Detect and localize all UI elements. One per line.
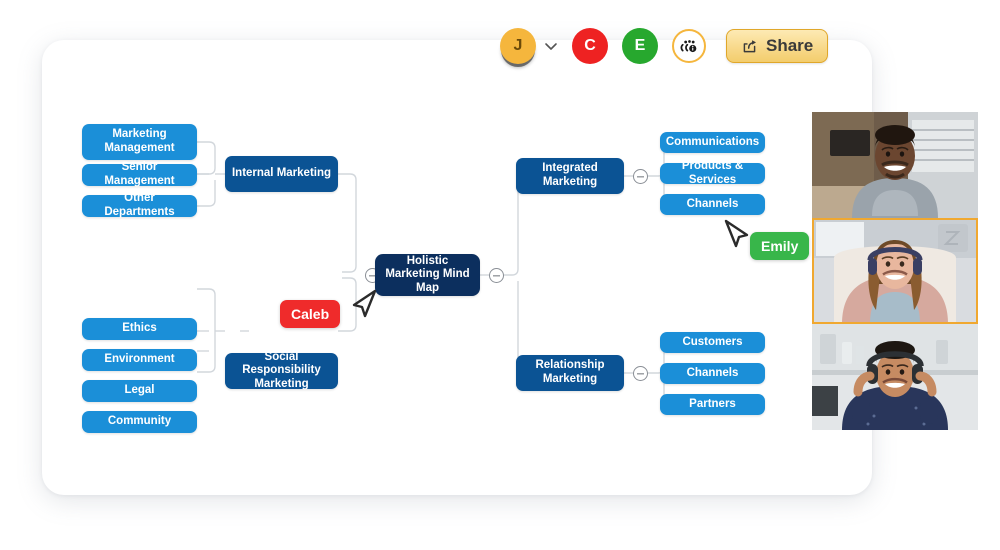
node-social-responsibility-marketing[interactable]: Social Responsibility Marketing xyxy=(225,351,338,390)
avatar-c[interactable]: C xyxy=(572,28,608,64)
node-integrated-marketing[interactable]: Integrated Marketing xyxy=(516,158,624,194)
people-info-icon[interactable] xyxy=(672,29,706,63)
node-customers[interactable]: Customers xyxy=(660,332,765,353)
avatar-j-initial: J xyxy=(513,37,523,54)
collaboration-toolbar: J C E xyxy=(500,22,829,70)
node-senior-management[interactable]: Senior Management xyxy=(82,161,197,187)
node-channels-relationship[interactable]: Channels xyxy=(660,363,765,384)
node-root-holistic-marketing-mind-map[interactable]: Holistic Marketing Mind Map xyxy=(375,254,480,296)
video-tile-participant-3[interactable] xyxy=(812,324,978,430)
node-ethics[interactable]: Ethics xyxy=(82,318,197,340)
node-environment[interactable]: Environment xyxy=(82,349,197,371)
cursor-pointer-emily-icon xyxy=(722,218,752,250)
share-button[interactable]: Share xyxy=(726,29,829,63)
share-button-label: Share xyxy=(766,36,814,55)
mindmap-canvas[interactable]: Marketing Management Senior Management O… xyxy=(42,40,872,495)
cursor-label-caleb: Caleb xyxy=(280,300,341,328)
avatar-e-initial: E xyxy=(634,37,646,54)
collapse-toggle-relationship-marketing[interactable] xyxy=(633,366,648,381)
video-tile-participant-1[interactable] xyxy=(812,112,978,218)
node-other-departments[interactable]: Other Departments xyxy=(82,192,197,218)
avatar-c-initial: C xyxy=(584,37,596,54)
node-channels-integrated[interactable]: Channels xyxy=(660,194,765,215)
share-icon xyxy=(741,38,758,55)
video-participants-rail xyxy=(812,112,978,430)
node-products-and-services[interactable]: Products & Services xyxy=(660,160,765,186)
node-communications[interactable]: Communications xyxy=(660,132,765,153)
chevron-down-icon[interactable] xyxy=(544,39,558,53)
avatar-j[interactable]: J xyxy=(500,28,536,64)
collapse-toggle-integrated-marketing[interactable] xyxy=(633,169,648,184)
cursor-pointer-caleb-icon xyxy=(348,288,378,320)
node-internal-marketing[interactable]: Internal Marketing xyxy=(225,156,338,192)
node-partners[interactable]: Partners xyxy=(660,394,765,415)
collapse-toggle-root-right[interactable] xyxy=(489,268,504,283)
node-legal[interactable]: Legal xyxy=(82,380,197,402)
video-tile-participant-2[interactable] xyxy=(812,218,978,324)
node-community[interactable]: Community xyxy=(82,411,197,433)
node-marketing-management[interactable]: Marketing Management xyxy=(82,124,197,160)
cursor-label-emily: Emily xyxy=(750,232,810,260)
avatar-e[interactable]: E xyxy=(622,28,658,64)
node-relationship-marketing[interactable]: Relationship Marketing xyxy=(516,355,624,391)
